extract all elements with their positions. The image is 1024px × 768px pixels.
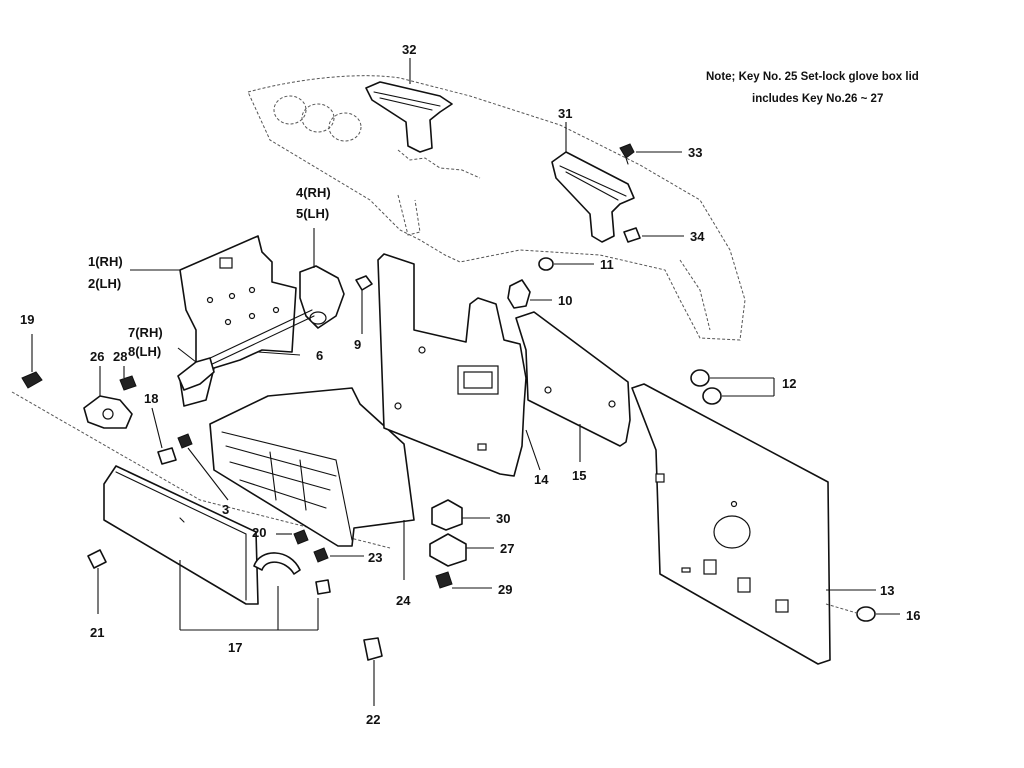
part-14-panel xyxy=(377,253,541,477)
part-19-screw xyxy=(21,334,43,389)
part-32-vent xyxy=(365,58,453,153)
label-32: 32 xyxy=(402,42,416,57)
label-29: 29 xyxy=(498,582,512,597)
part-31-vent xyxy=(551,122,635,243)
part-34-clip xyxy=(623,227,684,243)
label-11: 11 xyxy=(600,257,614,272)
part-15-panel xyxy=(515,311,631,462)
part-21-bumper xyxy=(87,549,107,614)
label-2: 2(LH) xyxy=(88,276,121,291)
label-6: 6 xyxy=(316,348,323,363)
label-26: 26 xyxy=(90,349,104,364)
label-14: 14 xyxy=(534,472,549,487)
label-3: 3 xyxy=(222,502,229,517)
label-8: 8(LH) xyxy=(128,344,161,359)
label-21: 21 xyxy=(90,625,104,640)
part-7-8-link xyxy=(177,347,215,391)
part-24-glove-box xyxy=(209,387,415,580)
part-3-pin xyxy=(177,433,229,501)
part-22-clip xyxy=(363,637,383,706)
label-7: 7(RH) xyxy=(128,325,163,340)
part-17-lid xyxy=(103,465,319,631)
part-30-plate xyxy=(431,499,490,531)
part-16-nut xyxy=(825,603,900,622)
label-13: 13 xyxy=(880,583,894,598)
part-29-pin xyxy=(435,571,492,589)
label-1: 1(RH) xyxy=(88,254,123,269)
note-line-1: Note; Key No. 25 Set-lock glove box lid xyxy=(706,71,919,83)
label-31: 31 xyxy=(558,106,572,121)
label-10: 10 xyxy=(558,293,572,308)
part-26-lock xyxy=(83,366,133,429)
part-18-pin xyxy=(151,407,177,465)
part-4-5-duct xyxy=(299,228,345,329)
dashboard-outline xyxy=(247,75,746,341)
label-34: 34 xyxy=(690,229,705,244)
part-23-screw xyxy=(313,547,364,563)
label-33: 33 xyxy=(688,145,702,160)
label-16: 16 xyxy=(906,608,920,623)
part-9-clip xyxy=(355,275,373,334)
part-10-bracket xyxy=(507,279,552,309)
part-13-panel xyxy=(631,383,876,665)
label-19: 19 xyxy=(20,312,34,327)
label-4: 4(RH) xyxy=(296,185,331,200)
part-20-screw xyxy=(276,529,309,545)
label-24: 24 xyxy=(396,593,411,608)
label-20: 20 xyxy=(252,525,266,540)
part-6-rod xyxy=(205,309,315,367)
part-33-screw xyxy=(619,143,682,165)
part-hinge-strap xyxy=(253,552,331,595)
label-27: 27 xyxy=(500,541,514,556)
label-28: 28 xyxy=(113,349,127,364)
label-12: 12 xyxy=(782,376,796,391)
label-30: 30 xyxy=(496,511,510,526)
label-18: 18 xyxy=(144,391,158,406)
part-11-nut xyxy=(538,257,594,271)
label-22: 22 xyxy=(366,712,380,727)
label-17: 17 xyxy=(228,640,242,655)
label-15: 15 xyxy=(572,468,586,483)
label-9: 9 xyxy=(354,337,361,352)
part-27-bracket xyxy=(429,533,494,567)
label-23: 23 xyxy=(368,550,382,565)
part-28-screw xyxy=(119,366,137,391)
label-5: 5(LH) xyxy=(296,206,329,221)
part-12-bumpers xyxy=(690,369,775,405)
part-1-2-bracket xyxy=(130,235,297,407)
note-line-2: includes Key No.26 ~ 27 xyxy=(752,93,883,105)
